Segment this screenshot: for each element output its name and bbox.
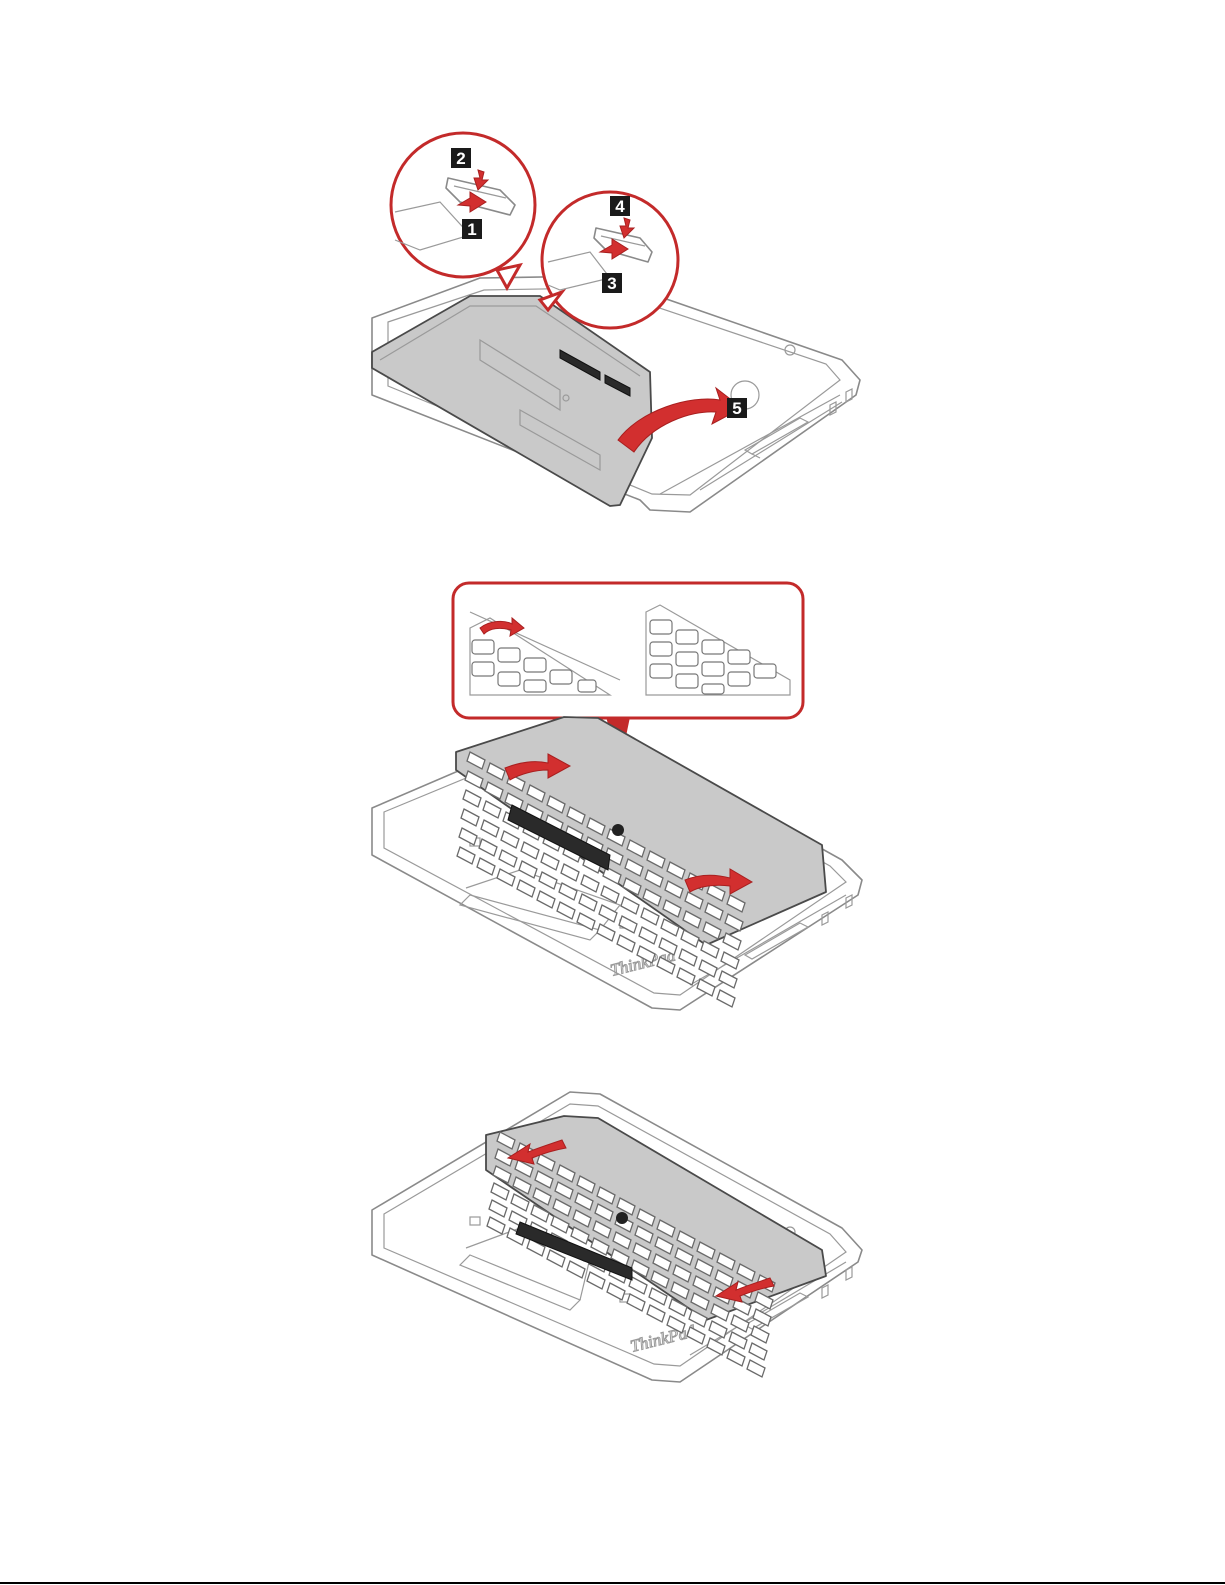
svg-text:1: 1 — [467, 220, 476, 239]
key-cap — [717, 990, 735, 1007]
panel-secure-keyboard: ThinkPad — [372, 1092, 862, 1382]
svg-text:4: 4 — [615, 197, 625, 216]
trackpoint-final — [616, 1212, 628, 1224]
callout-3: 3 — [602, 273, 622, 293]
key-cap — [751, 1326, 769, 1343]
key-cap — [749, 1343, 767, 1360]
callout-1: 1 — [462, 219, 482, 239]
svg-text:3: 3 — [607, 274, 616, 293]
trackpoint — [612, 824, 624, 836]
panel-insert-keyboard: ThinkPad — [372, 583, 862, 1010]
callout-4: 4 — [610, 196, 630, 216]
key-cap — [727, 1349, 745, 1366]
callout-2: 2 — [451, 148, 471, 168]
svg-text:2: 2 — [456, 149, 465, 168]
page-bottom-rule — [0, 1582, 1225, 1584]
callout-5: 5 — [727, 398, 747, 418]
panel-disconnect-cables: 1 2 3 4 5 — [372, 133, 860, 512]
svg-text:5: 5 — [732, 399, 741, 418]
key-cap — [747, 1360, 765, 1377]
